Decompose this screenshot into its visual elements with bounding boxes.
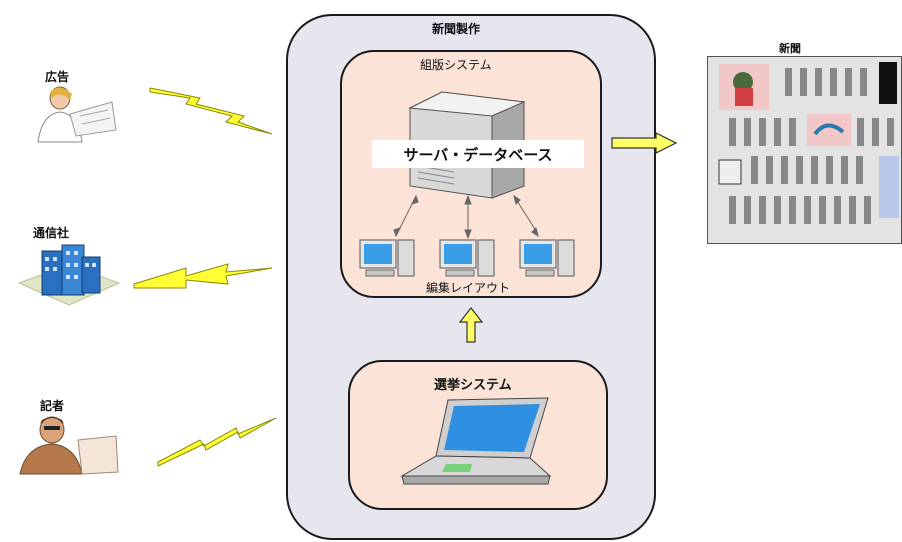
computer-left-icon (359, 239, 415, 277)
source-news-agency-label: 通信社 (33, 226, 70, 240)
computer-right-icon (519, 239, 575, 277)
source-reporter-label: 記者 (40, 399, 65, 413)
server-database-label: サーバ・データベース (372, 140, 584, 168)
typesetting-title: 組版システム (420, 58, 492, 72)
election-title: 選挙システム (434, 378, 512, 393)
right-arrow-icon (611, 132, 678, 154)
laptop-icon (400, 397, 552, 485)
newspaper-title: 新聞 (779, 42, 801, 55)
production-title: 新聞製作 (432, 22, 481, 36)
news-agency-building-icon (17, 244, 121, 306)
lightning-ad-icon (149, 87, 273, 135)
source-ad-label: 広告 (45, 70, 70, 84)
computer-center-icon (439, 239, 495, 277)
lightning-reporter-icon (157, 417, 277, 467)
newspaper-content-icon (718, 62, 899, 224)
lightning-news-agency-icon (133, 263, 273, 289)
editorial-layout-label: 編集レイアウト (426, 281, 511, 295)
ad-person-icon (37, 86, 117, 143)
up-arrow-icon (458, 307, 484, 343)
reporter-person-icon (19, 416, 119, 475)
